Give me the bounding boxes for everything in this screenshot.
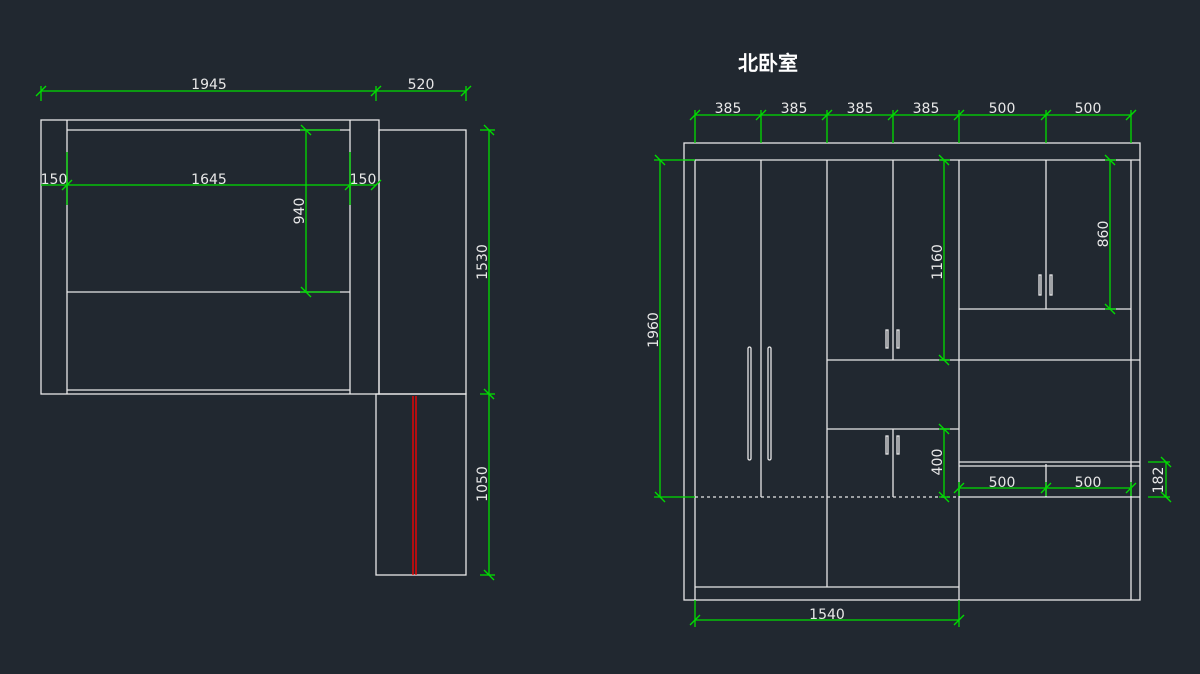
dim-total-height: 1960 (646, 154, 695, 503)
dim-label: 150 (41, 172, 68, 188)
side-cabinet-lower (375, 393, 467, 576)
dim-label: 1645 (191, 172, 227, 188)
dim-top-side: 520 (376, 77, 472, 101)
dim-label: 520 (408, 77, 435, 93)
dim-right-vertical: 1530 1050 (475, 124, 495, 581)
dim-label: 1160 (930, 244, 946, 280)
right-door-handles (1038, 274, 1053, 296)
dim-label: 940 (292, 198, 308, 225)
dim-label: 1540 (809, 607, 845, 623)
dim-label: 860 (1096, 221, 1112, 248)
upper-door-handles (885, 329, 900, 349)
dim-label: 400 (930, 449, 946, 476)
dim-label: 500 (989, 101, 1016, 117)
right-view: 北卧室 (646, 51, 1172, 627)
dim-label: 1960 (646, 312, 662, 348)
dim-upper-cab: 1160 (930, 154, 950, 366)
dim-label: 150 (350, 172, 377, 188)
mid-door-handles (885, 435, 900, 455)
bed-frame-outline (40, 119, 380, 395)
dim-label: 385 (913, 101, 940, 117)
wardrobe-outline (683, 142, 1141, 601)
dim-inner-row: 150 1645 150 (41, 152, 382, 205)
side-cabinet-upper (378, 129, 467, 395)
dim-top-total: 1945 (35, 77, 382, 101)
dim-label: 182 (1151, 467, 1167, 494)
dim-drawer-height: 182 (1148, 456, 1172, 503)
dim-drawers: 500 500 (953, 475, 1137, 496)
dim-label: 500 (989, 475, 1016, 491)
dim-label: 500 (1075, 101, 1102, 117)
tall-door-handles (747, 346, 772, 461)
dim-label: 385 (715, 101, 742, 117)
drawing-title: 北卧室 (738, 51, 798, 75)
dim-label: 1050 (475, 466, 491, 502)
dim-label: 1945 (191, 77, 227, 93)
dim-mid-cab: 400 (930, 423, 950, 503)
dim-label: 1530 (475, 244, 491, 280)
dim-label: 500 (1075, 475, 1102, 491)
dim-inner-height: 940 (292, 124, 340, 298)
dim-bottom: 1540 (689, 600, 965, 627)
dim-right-upper: 860 (1096, 154, 1116, 315)
dim-top-row: 385 385 385 385 500 500 (689, 101, 1137, 143)
dim-label: 385 (847, 101, 874, 117)
left-view: 1945 520 150 1645 150 940 (35, 77, 495, 581)
dim-label: 385 (781, 101, 808, 117)
